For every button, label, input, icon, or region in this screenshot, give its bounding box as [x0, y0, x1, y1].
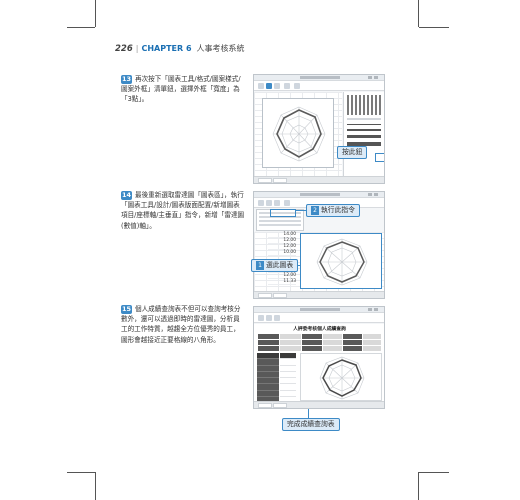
crop-mark — [67, 472, 95, 473]
evaluation-items-column — [257, 353, 279, 404]
running-header: 226|CHAPTER 6 人事考核系統 — [115, 43, 245, 54]
report-sheet: 人評委考核個人成績查詢 — [254, 324, 384, 404]
sheet-tabs — [254, 291, 384, 298]
callout-label: 執行此指令 — [321, 206, 355, 214]
report-title: 人評委考核個人成績查詢 — [293, 327, 346, 332]
callout-report-complete: 完成成績查詢表 — [282, 418, 340, 431]
callout-connector — [308, 409, 309, 418]
add-chart-element-menu[interactable] — [256, 209, 304, 231]
step-instruction: 個人成績查詢表不但可以查詢考核分數外，還可以透過即時的雷達圖，分析員工的工作特質… — [121, 305, 241, 344]
evaluation-scores-column — [280, 353, 296, 404]
cell-value: 12.00 — [268, 244, 296, 250]
cell-value: 14.00 — [268, 232, 296, 238]
sheet-tabs — [254, 176, 384, 183]
radar-chart-svg — [319, 356, 365, 400]
screenshot-step-14: 14.00 12.00 12.00 10.00 12.00 11.33 — [253, 191, 385, 299]
crop-mark — [95, 472, 96, 500]
step-instruction: 再次按下「圖表工具/格式/圖案樣式/圖案外框」清單鈕，選擇外框「寬度」為「3點」… — [121, 75, 241, 104]
radar-chart-result[interactable] — [300, 353, 382, 401]
callout-press-button: 按此鈕 — [337, 146, 368, 159]
crop-mark — [418, 0, 419, 27]
step-number-badge: 15 — [121, 305, 132, 314]
crop-mark — [419, 472, 449, 473]
cell-value: 10.00 — [268, 250, 296, 256]
crop-mark — [67, 27, 95, 28]
window-titlebar — [254, 307, 384, 313]
radar-chart-svg — [316, 238, 368, 286]
callout-connector — [296, 210, 306, 211]
radar-chart-svg — [272, 106, 326, 162]
page-number: 226 — [115, 44, 133, 54]
step-number-badge: 13 — [121, 75, 132, 84]
width-option-highlight[interactable] — [375, 153, 384, 162]
sheet-tabs — [254, 401, 384, 408]
step-instruction: 最後重新選取雷達圖「圖表區」，執行「圖表工具/設計/圖表版面配置/新增圖表項目/… — [121, 191, 245, 230]
radar-chart-selected[interactable] — [300, 233, 382, 289]
primary-vertical-highlight[interactable] — [270, 209, 296, 217]
header-separator: | — [135, 44, 139, 53]
window-titlebar — [254, 75, 384, 81]
chapter-label: CHAPTER 6 — [141, 44, 192, 53]
callout-step-number: 1 — [256, 261, 264, 270]
screenshot-step-13 — [253, 74, 385, 184]
crop-mark — [418, 472, 419, 500]
report-header-table — [257, 333, 382, 352]
cell-value: 11.33 — [268, 279, 296, 286]
screenshot-step-15: 人評委考核個人成績查詢 — [253, 306, 385, 409]
cell-value: 12.00 — [268, 238, 296, 244]
callout-step-number: 2 — [311, 206, 319, 215]
chapter-title: 人事考核系統 — [196, 44, 245, 53]
callout-label: 選此圖表 — [266, 261, 294, 269]
window-titlebar — [254, 192, 384, 198]
format-pane[interactable] — [343, 92, 384, 177]
ribbon-bar — [254, 313, 384, 323]
radar-chart[interactable] — [262, 98, 334, 168]
crop-mark — [95, 0, 96, 27]
ribbon-bar — [254, 81, 384, 91]
worksheet-area — [254, 92, 342, 177]
cell-value: 12.00 — [268, 273, 296, 280]
step-number-badge: 14 — [121, 191, 132, 200]
crop-mark — [419, 27, 449, 28]
cell-value — [268, 267, 296, 274]
